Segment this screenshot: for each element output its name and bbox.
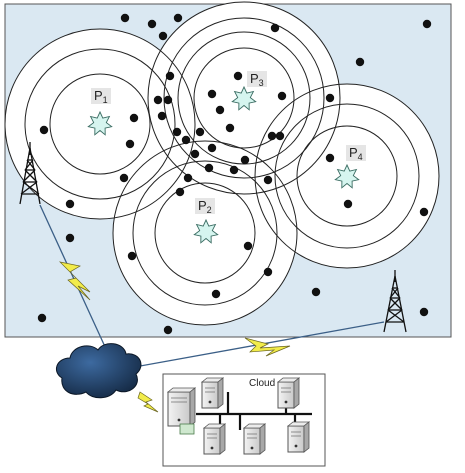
storm-cloud-icon	[55, 343, 142, 399]
lightning-icon	[58, 261, 91, 301]
poi-label-bg	[91, 88, 111, 104]
sensor-node	[173, 13, 183, 23]
sensor-node	[215, 105, 225, 115]
sensor-node	[125, 139, 135, 149]
sensor-node	[129, 113, 139, 123]
star-icon	[193, 218, 219, 244]
sensor-node	[325, 153, 335, 163]
sensor-node	[127, 251, 137, 261]
sensor-node	[163, 325, 173, 335]
sensor-node	[267, 131, 277, 141]
star-icon	[87, 110, 113, 136]
poi-label-bg	[247, 71, 267, 87]
cloud-panel: Cloud	[162, 373, 326, 467]
sensor-nodes	[37, 13, 432, 335]
sensor-node	[195, 127, 205, 137]
sensor-node	[355, 57, 365, 67]
sensor-node	[422, 19, 432, 29]
sensor-node	[275, 131, 285, 141]
sensor-node	[183, 173, 193, 183]
sensor-node	[175, 187, 185, 197]
cell-tower-icon-left	[19, 142, 41, 205]
sensor-node	[419, 207, 429, 217]
poi-label-subscript: 3	[259, 78, 264, 88]
lightning-icon-group	[58, 261, 291, 413]
server-icon	[242, 423, 267, 455]
sensor-node	[147, 19, 157, 29]
poi-label-subscript: 4	[358, 152, 363, 162]
sensor-node	[270, 23, 280, 33]
sensor-node	[225, 123, 235, 133]
monitor-icon	[179, 423, 195, 435]
sensor-node	[165, 71, 175, 81]
cell-tower-icon-right	[383, 270, 407, 333]
sensor-node	[207, 89, 217, 99]
server-icon	[200, 377, 225, 409]
server-icon-main	[166, 387, 197, 427]
sensor-node	[39, 125, 49, 135]
cloud-label: Cloud	[249, 378, 275, 389]
sensor-node	[343, 199, 353, 209]
sensor-node	[153, 95, 163, 105]
sensor-node	[325, 93, 335, 103]
poi-label-bg	[195, 198, 215, 214]
sensor-node	[277, 91, 287, 101]
sensor-node	[120, 13, 130, 23]
sensor-node	[65, 233, 75, 243]
sensor-node	[37, 313, 47, 323]
sensor-node	[163, 95, 173, 105]
server-icon	[286, 421, 311, 453]
star-icon	[334, 163, 360, 189]
sensor-node	[181, 135, 191, 145]
star-icon	[231, 85, 257, 111]
poi-label-bg	[346, 145, 366, 161]
server-group	[166, 377, 311, 455]
sensor-node	[172, 127, 182, 137]
sensor-node	[190, 149, 200, 159]
sensor-node	[243, 241, 253, 251]
sensor-node	[65, 199, 75, 209]
sensor-node	[157, 111, 167, 121]
poi-label-subscript: 2	[207, 205, 212, 215]
sensor-node	[233, 71, 243, 81]
sensor-node	[119, 173, 129, 183]
sensor-node	[419, 307, 429, 317]
server-icon	[202, 423, 227, 455]
sensor-node	[263, 175, 273, 185]
sensor-node	[240, 155, 250, 165]
sensor-node	[211, 289, 221, 299]
sensor-node	[263, 267, 273, 277]
sensor-node	[311, 287, 321, 297]
sensor-node	[207, 143, 217, 153]
lightning-icon	[244, 337, 291, 357]
poi-label-subscript: 1	[103, 95, 108, 105]
lightning-icon	[137, 391, 159, 413]
sensor-node	[204, 163, 214, 173]
sensor-node	[158, 31, 168, 41]
server-icon	[276, 377, 301, 409]
sensor-node	[229, 165, 239, 175]
